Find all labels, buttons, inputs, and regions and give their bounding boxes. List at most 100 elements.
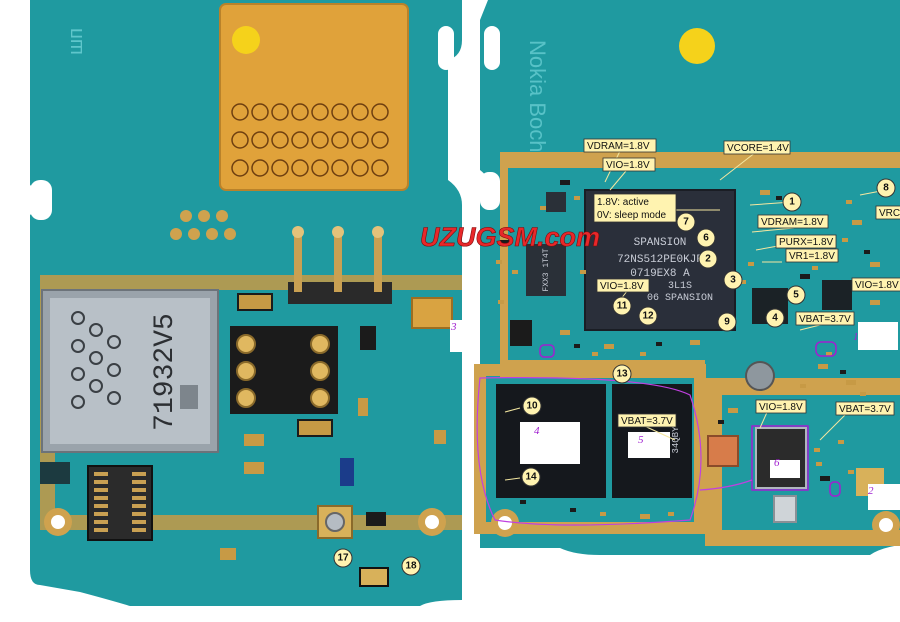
smd-part [870,262,880,267]
flex-ring [291,159,309,177]
flex-ring [271,131,289,149]
svg-text:11: 11 [617,301,628,312]
left-screw-hole-br [425,515,439,529]
battery-connector-pins [236,334,330,408]
svg-text:PURX=1.8V: PURX=1.8V [779,237,834,248]
smd-part [812,266,818,270]
smd-part [838,440,844,444]
marker-1: 1 [853,331,859,343]
numbered-callouts: 1 2 3 4 5 6 7 8 9 10 11 12 13 14 17 18 [333,178,896,576]
callout-3: 3 [723,270,743,290]
smd-part [580,270,586,274]
contact-pad [180,210,192,222]
svg-text:VCORE=1.4V: VCORE=1.4V [727,143,789,154]
smd-part [864,250,870,254]
left-side-notch [30,180,52,220]
svg-text:VDRAM=1.8V: VDRAM=1.8V [761,217,824,228]
flash-chip-line4: 3L1S [668,281,692,292]
smd-part [840,370,846,374]
battery-pin [236,361,256,381]
svg-text:VBAT=3.7V: VBAT=3.7V [839,404,891,415]
flex-ring [271,159,289,177]
sim-hole [71,339,85,353]
sim-hole [71,395,85,409]
label-vbat-mid: VBAT=3.7V [795,311,855,326]
sim-hole [107,391,121,405]
smd-part [520,500,526,504]
flex-ring [331,131,349,149]
flash-chip-line1: SPANSION [634,237,687,249]
btb-pin [132,496,146,500]
left-edge-print: шп [65,28,87,55]
highlight-ring-a [539,344,555,358]
smd-part [800,384,806,388]
sim-reader-marking: 71932V5 [150,313,181,431]
svg-text:5: 5 [793,290,799,301]
tantalum-capacitor [411,297,453,329]
svg-text:13: 13 [616,369,628,380]
contact-pad [224,228,236,240]
flex-ring [251,131,269,149]
callout-13: 13 [612,364,632,384]
flash-chip-line2: 72NS512PE0KJF [617,254,703,266]
svg-text:VIO=1.8V: VIO=1.8V [759,402,803,413]
right-board: Nokia Bochu SPANSION 72NS512PE0KJF 0719E… [474,0,900,555]
right-slot [484,26,500,70]
smd-part [496,260,502,264]
highlight-ring-c [829,481,841,497]
smd-part [540,206,546,210]
sim-hole [107,335,121,349]
label-mode: 1.8V: active 0V: sleep mode [593,193,677,223]
flex-ring [371,103,389,121]
contact-pad-cluster [170,210,236,240]
label-vbat-low: VBAT=3.7V [835,401,895,416]
smd-components [496,180,880,519]
marker-3: 3 [450,321,457,333]
smd-part [776,196,782,200]
smd-part [740,280,746,284]
svg-text:17: 17 [337,553,349,564]
right-gold-frame-low [705,378,900,546]
svg-text:8: 8 [883,183,889,194]
highlight-box-6 [751,425,809,491]
marker-4: 4 [534,425,540,437]
btb-connector-pins [94,472,146,532]
callout-9: 9 [717,312,737,332]
label-vbat-rf: VBAT=3.7V [617,413,677,428]
flex-ring [311,103,329,121]
callout-6: 6 [696,228,716,248]
callout-5: 5 [786,285,806,305]
smd-part [560,180,570,185]
smd-part [600,512,606,516]
flex-ring [291,131,309,149]
btb-pin [132,504,146,508]
sim-hole [89,379,103,393]
callout-18: 18 [401,556,421,576]
left-smd-pad-e [244,462,264,474]
smd-part [512,270,518,274]
flash-chip-line5: 06 SPANSION [647,293,713,304]
contact-pad [206,228,218,240]
smd-part [848,470,854,474]
btb-pin [132,488,146,492]
callout-11: 11 [612,296,632,316]
btb-pin [132,480,146,484]
smd-part [842,238,848,242]
btb-pin [132,512,146,516]
svg-text:7: 7 [683,217,689,228]
contact-pad [170,228,182,240]
smd-part [500,240,510,245]
board-to-board-connector [87,465,153,541]
smd-part [604,344,614,349]
smd-part [592,352,598,356]
rf-small-part [366,512,386,526]
btb-pin [94,528,108,532]
pa-chip [526,244,566,296]
smd-part [748,262,754,266]
flex-ring [311,131,329,149]
right-small-ic-d [546,192,566,212]
svg-text:VR1=1.8V: VR1=1.8V [789,251,835,262]
battery-pin [310,388,330,408]
right-side-notch [480,172,500,210]
